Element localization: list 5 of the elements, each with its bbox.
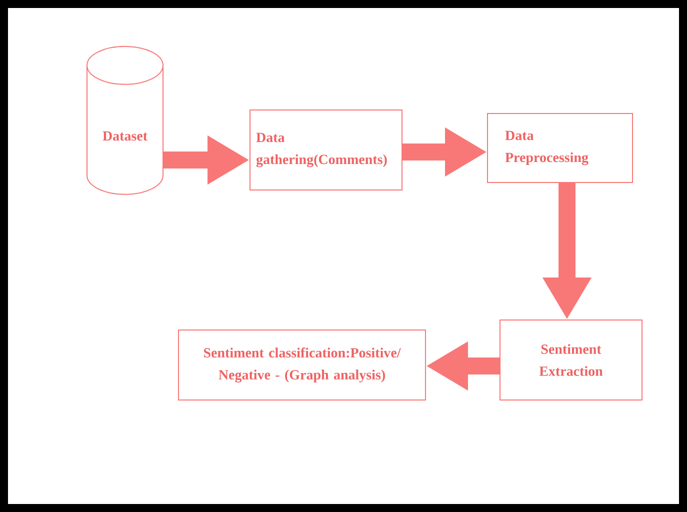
process-box: Data gathering(Comments) bbox=[250, 110, 402, 190]
process-box: Sentiment classification:Positive/ Negative - (Graph analysis) bbox=[178, 330, 426, 400]
cylinder: Dataset bbox=[86, 46, 164, 195]
process-box: Data Preprocessing bbox=[487, 113, 633, 183]
process-box: Sentiment Extraction bbox=[500, 320, 642, 400]
